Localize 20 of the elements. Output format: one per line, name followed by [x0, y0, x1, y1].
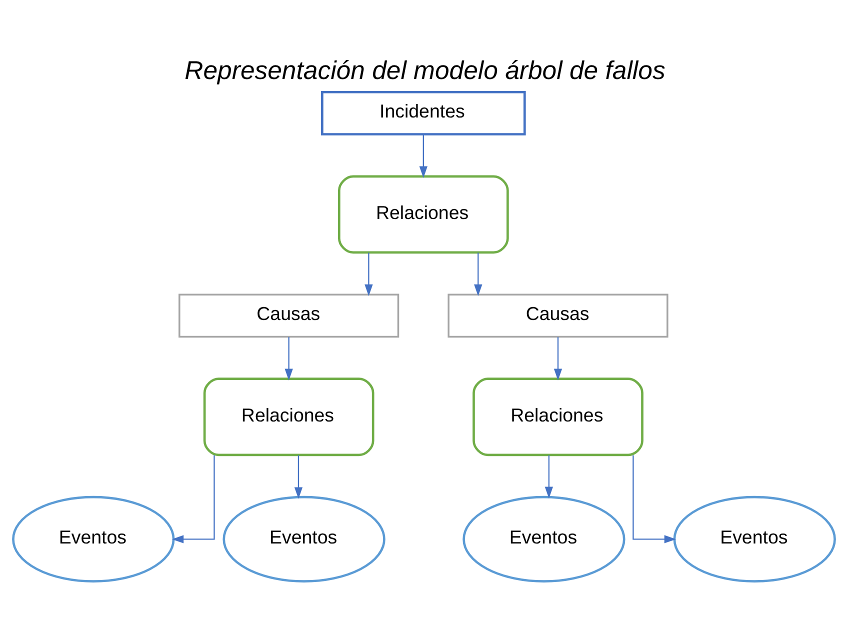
arrow	[474, 252, 482, 296]
node-box: Incidentes	[321, 90, 526, 136]
node-ellipse: Eventos	[673, 496, 836, 582]
arrow	[632, 455, 676, 544]
arrow	[544, 455, 554, 498]
arrow	[172, 455, 215, 544]
node-box: Relaciones	[203, 378, 374, 456]
arrow	[419, 134, 428, 178]
node-box: Relaciones	[472, 378, 644, 456]
arrow	[284, 337, 293, 380]
node-box: Causas	[448, 294, 668, 338]
arrow	[294, 455, 303, 499]
node-box: Causas	[178, 294, 400, 338]
node-ellipse: Eventos	[12, 496, 175, 582]
arrow	[554, 337, 562, 380]
node-ellipse: Eventos	[462, 496, 626, 582]
diagram-title: Representación del modelo árbol de fallos	[184, 56, 666, 85]
arrow	[364, 252, 373, 296]
node-box: Relaciones	[338, 175, 509, 254]
node-ellipse: Eventos	[222, 496, 386, 582]
